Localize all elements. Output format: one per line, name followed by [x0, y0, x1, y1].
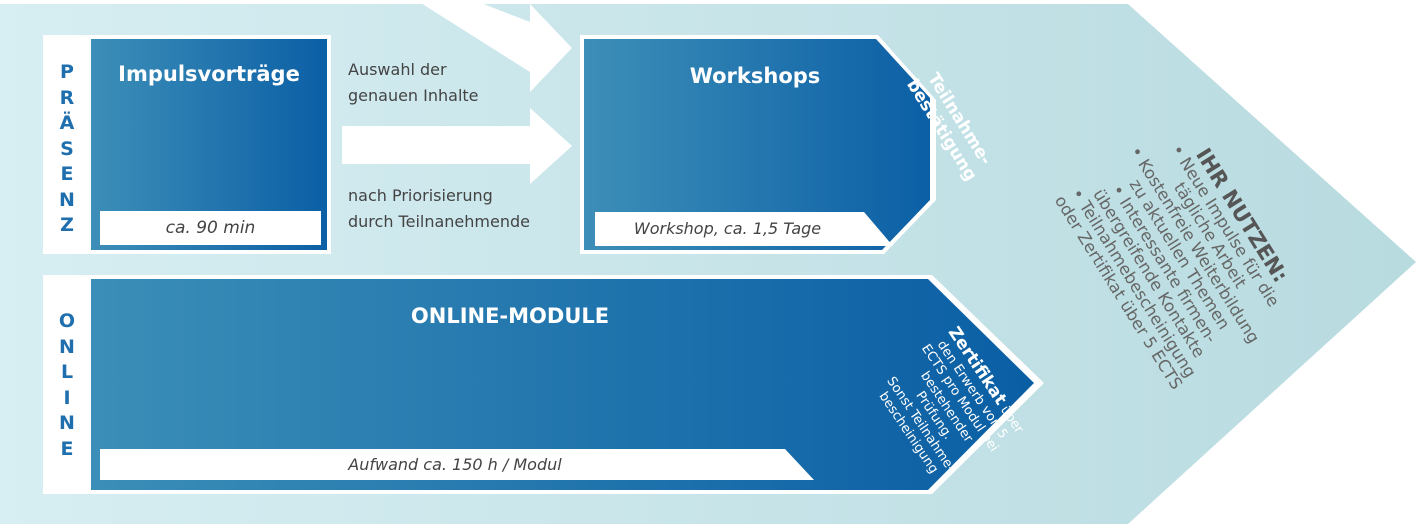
online-row-label: O N L I N E [58, 310, 76, 460]
flow-caption-bottom-line2: durch Teilnanehmende [348, 212, 530, 231]
flow-caption-top: Auswahl der genauen Inhalte [348, 57, 548, 109]
impulse-duration-bar [100, 211, 321, 245]
flow-caption-bottom: nach Priorisierung durch Teilnanehmende [348, 183, 578, 235]
workshop-box-shape [584, 39, 930, 250]
presence-row-label: P R Ä S E N Z [59, 61, 75, 236]
impulse-duration: ca. 90 min [165, 218, 256, 238]
flow-arrow-top [416, 0, 572, 92]
online-effort-bar [100, 449, 814, 480]
flow-caption-bottom-line1: nach Priorisierung [348, 186, 493, 205]
impulse-title: Impulsvorträge [118, 62, 300, 86]
flow-arrow-bottom [342, 108, 572, 184]
workshop-duration: Workshop, ca. 1,5 Tage [633, 219, 822, 238]
workshop-duration-bar [595, 212, 893, 246]
online-effort: Aufwand ca. 150 h / Modul [348, 455, 562, 474]
online-box-shape [91, 279, 1034, 490]
flow-caption-top-line2: genauen Inhalte [348, 86, 479, 105]
workshop-title: Workshops [689, 64, 821, 88]
flow-caption-top-line1: Auswahl der [348, 60, 447, 79]
online-modules-title: ONLINE-MODULE [410, 304, 610, 328]
